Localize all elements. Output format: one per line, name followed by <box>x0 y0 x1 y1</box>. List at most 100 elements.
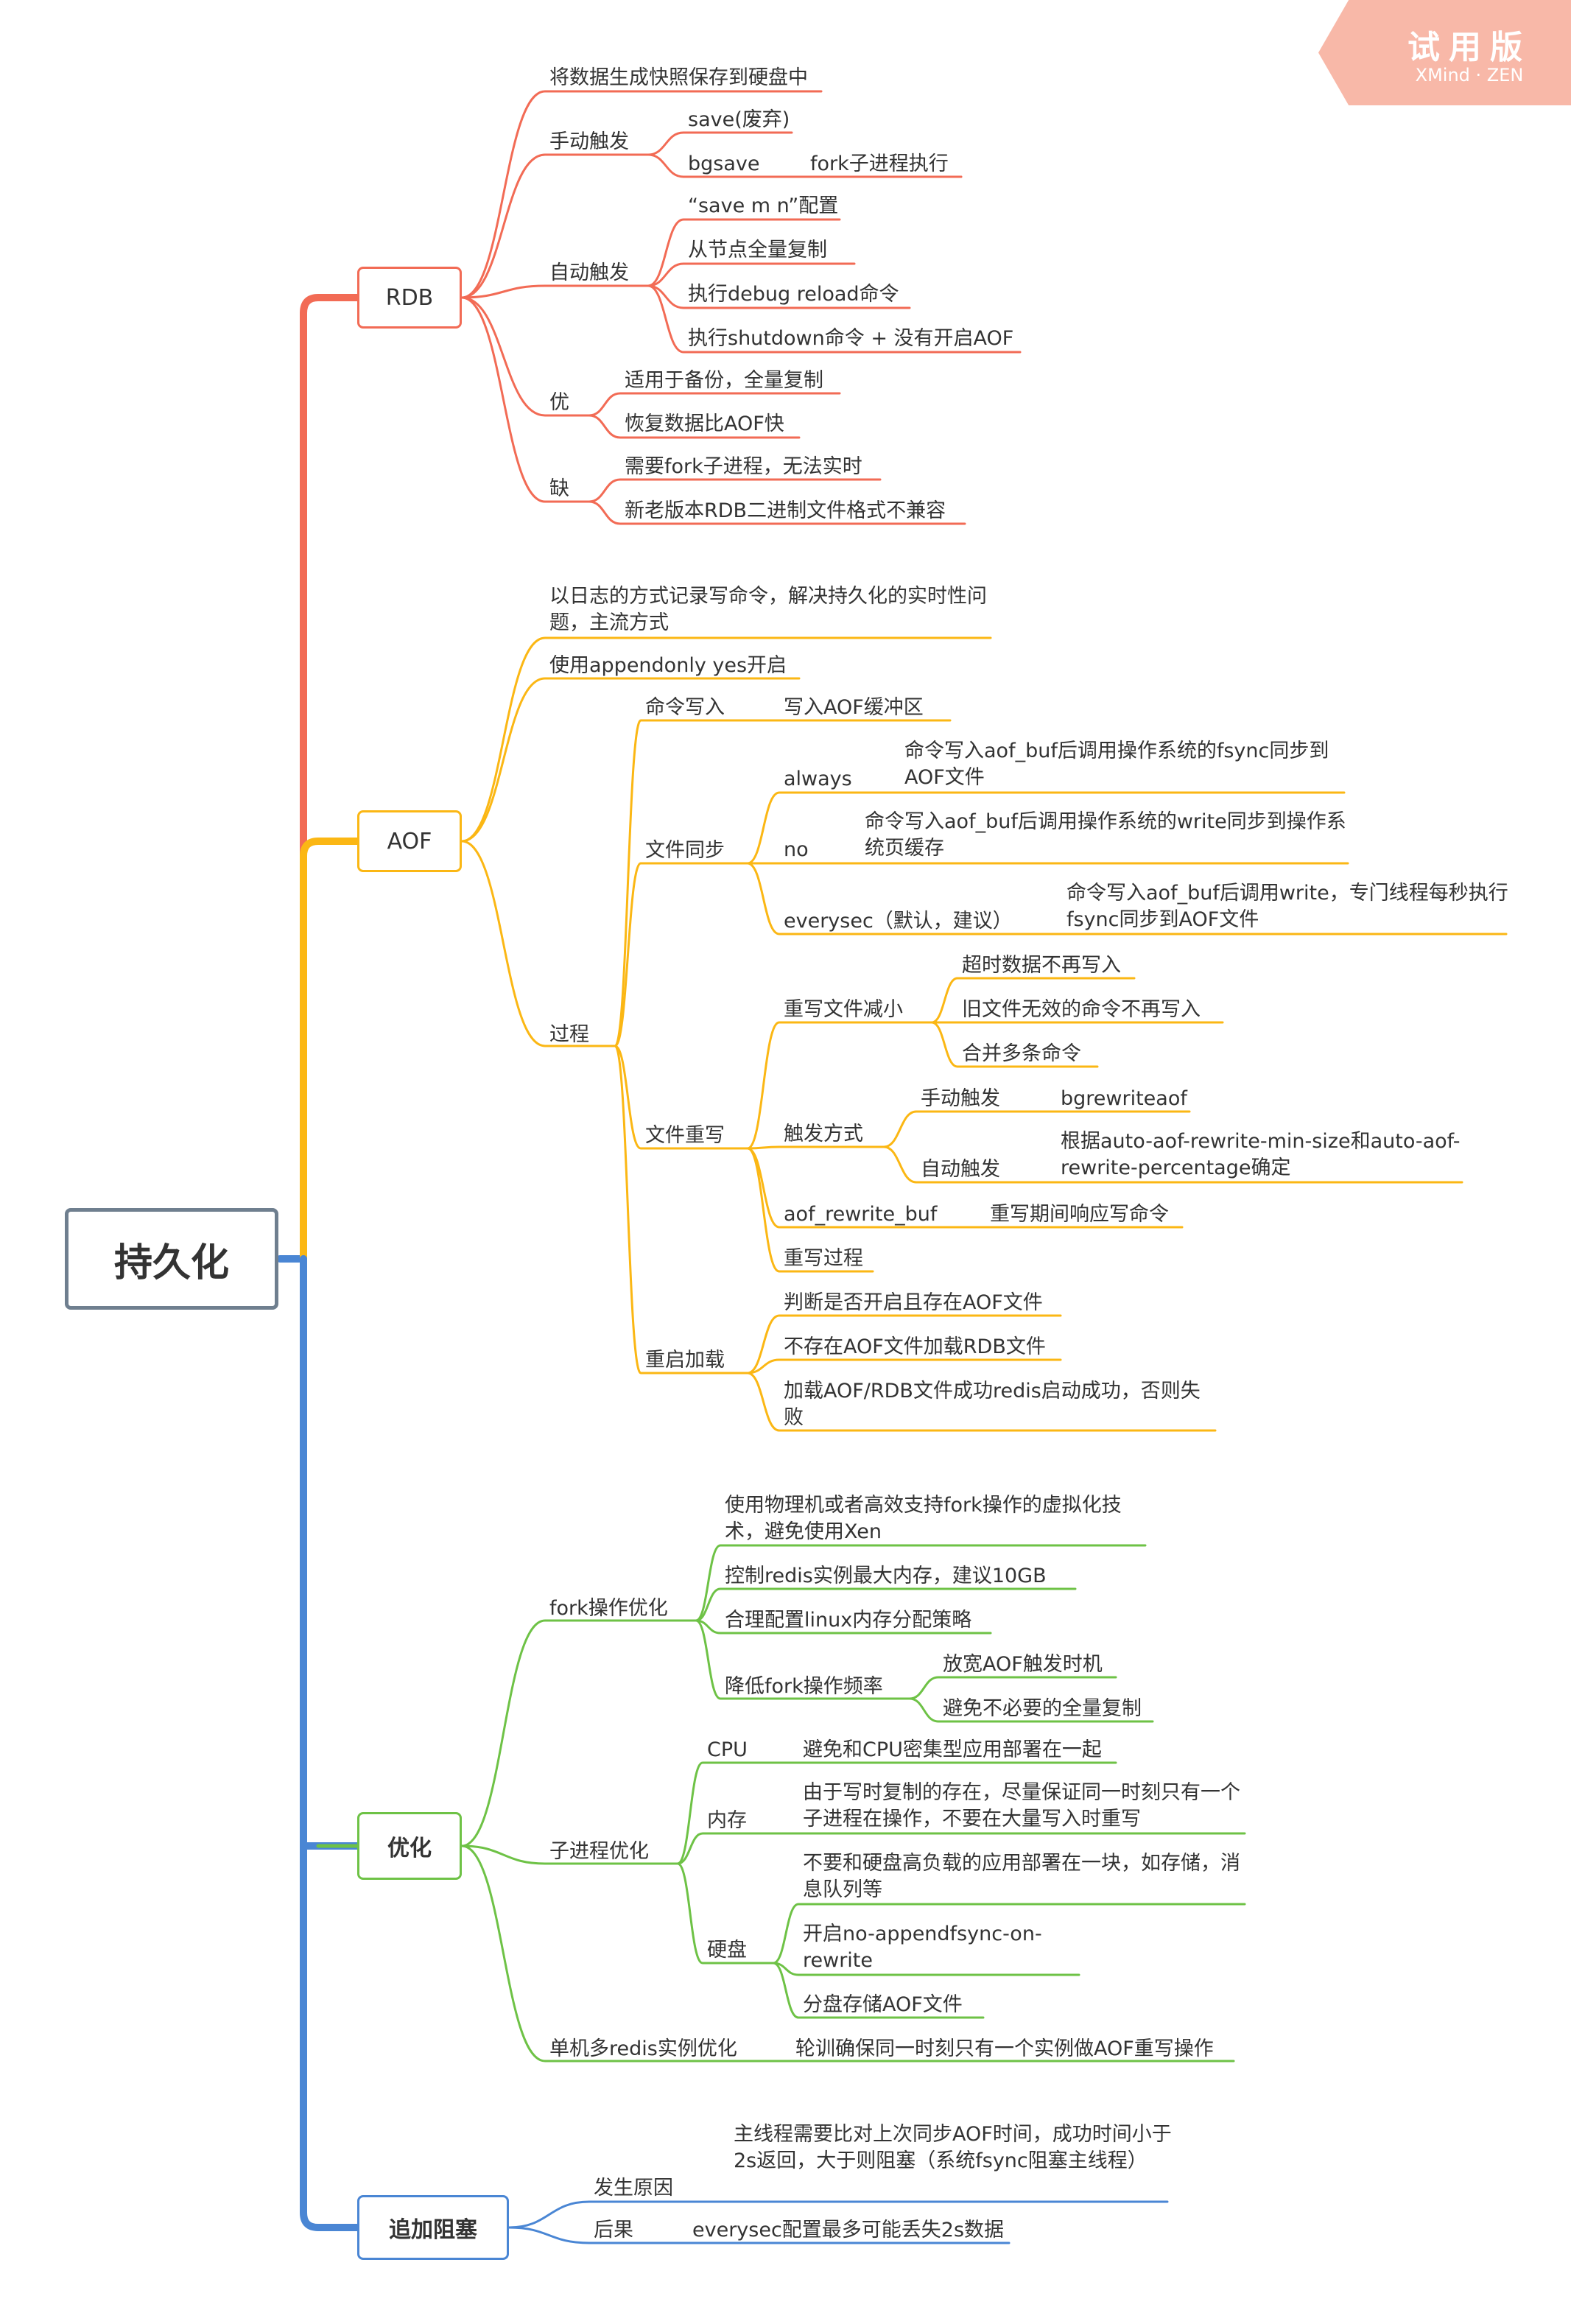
aof-cmd-write-detail: 写入AOF缓冲区 <box>784 696 924 719</box>
branch-line <box>695 1544 1147 1622</box>
rewrite-shrink-item: 合并多条命令 <box>962 1042 1081 1065</box>
rdb-auto-item: “save m n”配置 <box>688 194 839 217</box>
branch-line <box>746 1021 933 1150</box>
fork-freq-item: 避免不必要的全量复制 <box>943 1697 1142 1720</box>
rewrite-trigger: 触发方式 <box>784 1123 863 1145</box>
rdb-auto-item: 执行debug reload命令 <box>688 283 899 306</box>
trunk-block <box>300 1255 361 2231</box>
aof-file-rewrite: 文件重写 <box>645 1124 725 1147</box>
sync-always-detail: 命令写入aof_buf后调用操作系统的fsync同步到AOF文件 <box>904 740 1329 789</box>
branch-line <box>460 1619 697 1847</box>
fork-freq-label: 降低fork操作频率 <box>725 1675 883 1698</box>
branch-line <box>676 1832 790 1865</box>
aof-process-label: 过程 <box>549 1023 589 1046</box>
block-cause-detail: 主线程需要比对上次同步AOF时间，成功时间小于2s返回，大于则阻塞（系统fsyn… <box>734 2123 1172 2172</box>
rewrite-auto-detail: 根据auto-aof-rewrite-min-size和auto-aof-rew… <box>1061 1130 1461 1179</box>
branch-line <box>908 1697 1154 1723</box>
root-topic[interactable]: 持久化 <box>65 1208 278 1310</box>
aof-restart-load: 重启加载 <box>645 1349 725 1372</box>
child-process-optimization: 子进程优化 <box>549 1840 649 1863</box>
rdb-pros-item: 适用于备份，全量复制 <box>625 369 823 392</box>
optimization-topic[interactable]: 优化 <box>357 1812 462 1880</box>
rewrite-shrink: 重写文件减小 <box>784 998 903 1021</box>
sync-no-detail: 命令写入aof_buf后调用操作系统的write同步到操作系统页缓存 <box>865 810 1346 860</box>
fork-opt-item: 使用物理机或者高效支持fork操作的虚拟化技术，避免使用Xen <box>725 1494 1122 1543</box>
child-disk-item: 不要和硬盘高负载的应用部署在一块，如存储，消息队列等 <box>803 1852 1240 1901</box>
child-memory-detail: 由于写时复制的存在，尽量保证同一时刻只有一个子进程在操作，不要在大量写入时重写 <box>803 1781 1240 1830</box>
rewrite-manual-trigger: 手动触发 <box>921 1087 1000 1110</box>
rdb-description: 将数据生成快照保存到硬盘中 <box>549 66 808 89</box>
block-result: 后果 <box>594 2219 633 2241</box>
block-result-detail: everysec配置最多可能丢失2s数据 <box>692 2219 1005 2241</box>
branch-line <box>647 284 911 309</box>
branch-line <box>772 1903 1246 1965</box>
rdb-bgsave-command: bgsave <box>688 152 760 175</box>
branch-line <box>460 296 591 503</box>
rewrite-process: 重写过程 <box>784 1247 863 1270</box>
branch-line <box>647 131 793 156</box>
fork-freq-item: 放宽AOF触发时机 <box>943 1653 1103 1676</box>
branch-line <box>460 153 650 299</box>
branch-line <box>695 1619 992 1635</box>
reload-item: 判断是否开启且存在AOF文件 <box>784 1291 1043 1314</box>
branch-line <box>460 284 650 299</box>
branch-line <box>507 2226 1011 2244</box>
branch-line <box>460 677 801 843</box>
branch-line <box>460 1844 679 1865</box>
rdb-cons-item: 新老版本RDB二进制文件格式不兼容 <box>625 499 946 522</box>
sync-no: no <box>784 838 809 861</box>
child-memory: 内存 <box>707 1809 747 1832</box>
fork-opt-item: 合理配置linux内存分配策略 <box>725 1609 972 1632</box>
branch-line <box>930 1021 1099 1068</box>
append-blocking-topic[interactable]: 追加阻塞 <box>357 2195 509 2260</box>
reload-item: 加载AOF/RDB文件成功redis启动成功，否则失败 <box>784 1380 1201 1429</box>
branch-line <box>614 719 764 1047</box>
watermark-shape <box>1318 0 1571 105</box>
aof-enable: 使用appendonly yes开启 <box>549 654 787 677</box>
rdb-pros-label: 优 <box>549 391 569 414</box>
branch-line <box>695 1587 1077 1622</box>
rdb-topic[interactable]: RDB <box>357 267 462 329</box>
branch-line <box>882 1110 1036 1148</box>
rdb-cons-item: 需要fork子进程，无法实时 <box>625 455 862 478</box>
block-cause: 发生原因 <box>594 2177 673 2200</box>
branch-line <box>746 862 1508 935</box>
aof-cmd-write: 命令写入 <box>645 696 725 719</box>
branch-line <box>676 1761 790 1865</box>
rdb-bgsave-detail: fork子进程执行 <box>810 152 949 175</box>
sync-everysec-detail: 命令写入aof_buf后调用write，专门线程每秒执行fsync同步到AOF文… <box>1066 882 1508 931</box>
sync-always: always <box>784 768 852 790</box>
multi-instance-detail: 轮训确保同一时刻只有一个实例做AOF重写操作 <box>795 2037 1214 2060</box>
rdb-auto-item: 执行shutdown命令 + 没有开启AOF <box>688 327 1014 350</box>
branch-line <box>614 1045 749 1150</box>
reload-item: 不存在AOF文件加载RDB文件 <box>784 1335 1046 1358</box>
branch-line <box>614 1045 749 1375</box>
branch-line <box>908 1676 1117 1700</box>
rdb-pros-item: 恢复数据比AOF快 <box>625 413 784 435</box>
child-cpu: CPU <box>707 1738 748 1761</box>
rewrite-shrink-item: 超时数据不再写入 <box>962 954 1121 977</box>
rdb-auto-item: 从节点全量复制 <box>688 239 827 261</box>
branch-line <box>676 1862 775 1965</box>
aof-rewrite-buf: aof_rewrite_buf <box>784 1203 938 1226</box>
branch-line <box>614 862 749 1047</box>
multi-instance-optimization: 单机多redis实例优化 <box>549 2037 737 2060</box>
branch-line <box>746 1145 885 1150</box>
child-cpu-detail: 避免和CPU密集型应用部署在一起 <box>803 1738 1102 1761</box>
aof-file-sync: 文件同步 <box>645 839 725 862</box>
aof-topic[interactable]: AOF <box>357 810 462 872</box>
branch-line <box>460 636 992 843</box>
watermark-subtitle: XMind · ZEN <box>1415 65 1524 85</box>
branch-line <box>746 1314 1062 1375</box>
rdb-auto-trigger: 自动触发 <box>549 261 629 284</box>
rdb-save-command: save(废弃) <box>688 108 790 131</box>
trunk-aof <box>300 838 361 1263</box>
aof-rewrite-buf-detail: 重写期间响应写命令 <box>990 1203 1169 1226</box>
branch-line <box>647 218 841 287</box>
branch-line <box>647 262 856 287</box>
branch-line <box>930 977 1136 1024</box>
branch-line <box>746 1372 1217 1432</box>
branch-line <box>507 2200 1169 2229</box>
branch-line <box>460 1844 782 2063</box>
branch-line <box>882 1145 1036 1184</box>
